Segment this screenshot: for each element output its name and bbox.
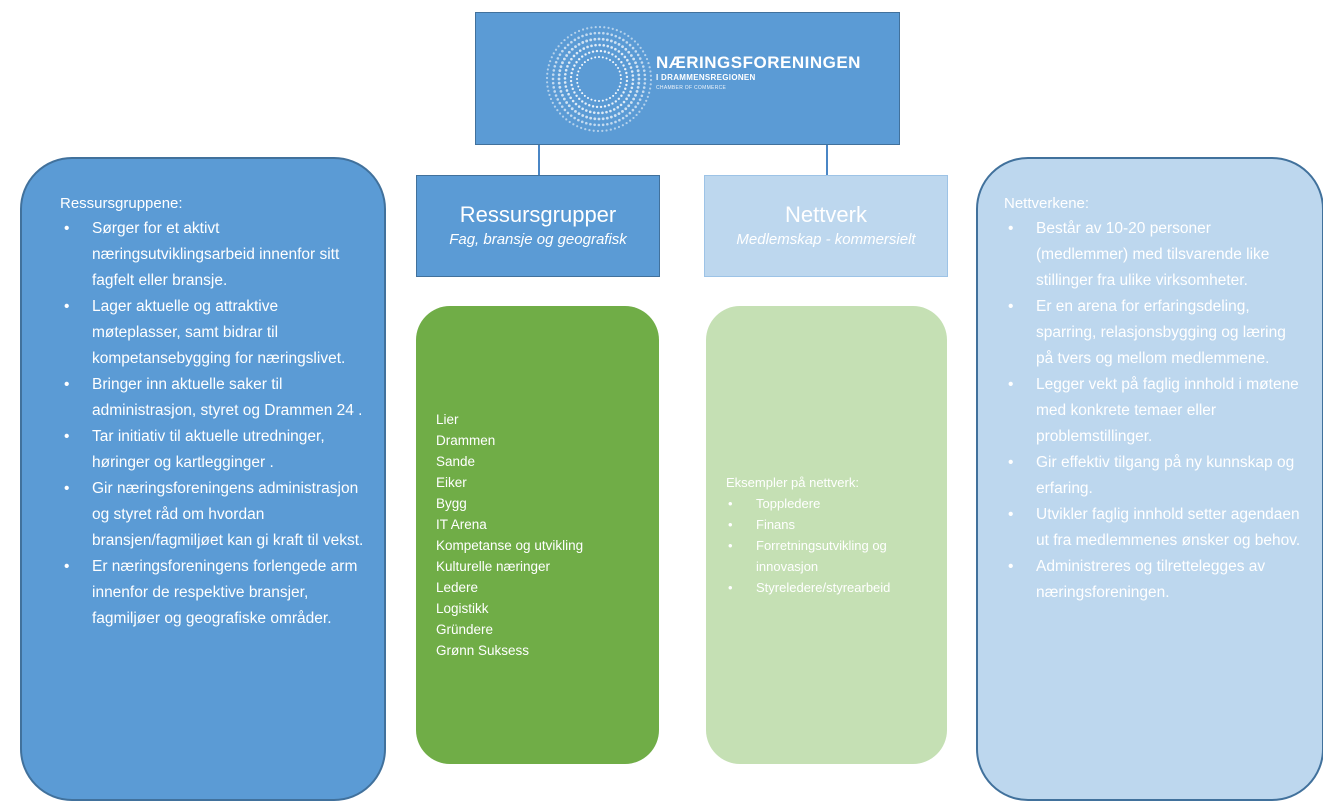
list-item: Bygg bbox=[436, 496, 467, 511]
connector-left bbox=[538, 145, 540, 175]
list-item: Er næringsforeningens forlengede arm inn… bbox=[60, 554, 368, 632]
logo-subtitle: I DRAMMENSREGIONEN bbox=[656, 73, 756, 82]
resource-groups-list-box: Lier Drammen Sande Eiker Bygg IT Arena K… bbox=[416, 306, 659, 764]
connector-right bbox=[826, 145, 828, 175]
resource-groups-description-panel: Ressursgruppene: Sørger for et aktivt næ… bbox=[20, 157, 386, 801]
list-item: Legger vekt på faglig innhold i møtene m… bbox=[1004, 372, 1306, 450]
logo-text: NÆRINGSFORENINGEN I DRAMMENSREGIONEN CHA… bbox=[656, 53, 861, 93]
list-item: Lager aktuelle og attraktive møteplasser… bbox=[60, 294, 368, 372]
network-examples-list: Toppledere Finans Forretningsutvikling o… bbox=[726, 493, 947, 598]
panel-list: Består av 10-20 personer (medlemmer) med… bbox=[1004, 216, 1306, 606]
resource-groups-header: Ressursgrupper Fag, bransje og geografis… bbox=[416, 175, 660, 277]
network-examples-title: Eksempler på nettverk: bbox=[726, 475, 859, 490]
list-item: Er en arena for erfaringsdeling, sparrin… bbox=[1004, 294, 1306, 372]
logo-tagline: CHAMBER OF COMMERCE bbox=[656, 85, 727, 91]
resource-groups-subtitle: Fag, bransje og geografisk bbox=[449, 231, 627, 248]
list-item: Utvikler faglig innhold setter agendaen … bbox=[1004, 502, 1306, 554]
network-title: Nettverk bbox=[785, 202, 867, 227]
logo-title: NÆRINGSFORENINGEN bbox=[656, 53, 861, 72]
network-subtitle: Medlemskap - kommersielt bbox=[736, 231, 916, 248]
list-item: Styreledere/styrearbeid bbox=[726, 577, 947, 598]
list-item: Sande bbox=[436, 454, 476, 469]
resource-groups-list: Lier Drammen Sande Eiker Bygg IT Arena K… bbox=[436, 409, 659, 661]
list-item: Gir effektiv tilgang på ny kunnskap og e… bbox=[1004, 450, 1306, 502]
list-item: Drammen bbox=[436, 433, 496, 448]
list-item: Tar initiativ til aktuelle utredninger, … bbox=[60, 424, 368, 476]
list-item: Sørger for et aktivt næringsutviklingsar… bbox=[60, 216, 368, 294]
list-item: Gir næringsforeningens administrasjon og… bbox=[60, 476, 368, 554]
network-examples-box: Eksempler på nettverk: Toppledere Finans… bbox=[706, 306, 947, 764]
network-description-panel: Nettverkene: Består av 10-20 personer (m… bbox=[976, 157, 1323, 801]
list-item: Toppledere bbox=[726, 493, 947, 514]
list-item: Bringer inn aktuelle saker til administr… bbox=[60, 372, 368, 424]
panel-title: Ressursgruppene: bbox=[60, 195, 183, 212]
list-item: Administreres og tilrettelegges av nærin… bbox=[1004, 554, 1306, 606]
list-item: Grønn Suksess bbox=[436, 643, 530, 658]
panel-list: Sørger for et aktivt næringsutviklingsar… bbox=[60, 216, 368, 632]
list-item: IT Arena bbox=[436, 517, 487, 532]
list-item: Lier bbox=[436, 412, 459, 427]
list-item: Kompetanse og utvikling bbox=[436, 538, 584, 553]
list-item: Logistikk bbox=[436, 601, 489, 616]
resource-groups-title: Ressursgrupper bbox=[459, 202, 617, 227]
list-item: Forretningsutvikling og innovasjon bbox=[726, 535, 947, 577]
panel-title: Nettverkene: bbox=[1004, 195, 1090, 212]
organization-header: NÆRINGSFORENINGEN I DRAMMENSREGIONEN CHA… bbox=[475, 12, 900, 145]
list-item: Gründere bbox=[436, 622, 494, 637]
list-item: Eiker bbox=[436, 475, 467, 490]
list-item: Ledere bbox=[436, 580, 479, 595]
list-item: Kulturelle næringer bbox=[436, 559, 551, 574]
network-header: Nettverk Medlemskap - kommersielt bbox=[704, 175, 948, 277]
list-item: Finans bbox=[726, 514, 947, 535]
list-item: Består av 10-20 personer (medlemmer) med… bbox=[1004, 216, 1306, 294]
sunburst-logo-icon bbox=[545, 25, 653, 133]
